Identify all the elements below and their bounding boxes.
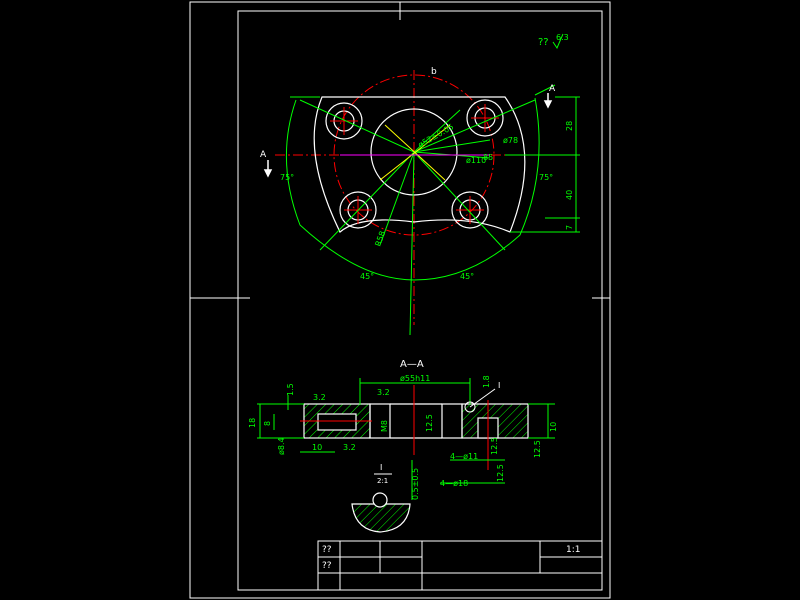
hole-tr-outer [466,99,504,137]
title-cell-1: ?? [322,545,332,555]
dim-1-5: 1.5 [286,383,295,396]
view-label-b: b [431,67,437,77]
dim-r58: R58 [373,230,387,248]
dim-18: 18 [248,418,257,428]
dim-05: 0.5±0.5 [411,468,420,500]
dim-125-d: 12.5 [496,464,505,482]
dim-surface-18: 1.8 [482,375,491,388]
dim-10-right: 10 [549,422,558,432]
dim-pcd: ø52±0.05 [417,122,456,150]
dim-28: 28 [565,121,574,131]
section-view[interactable]: A—A [248,359,558,500]
dim-4-11: 4—ø11 [450,452,478,461]
section-title: A—A [400,359,424,370]
dim-32-b: 3.2 [377,388,390,397]
section-markers [263,93,553,178]
hole-br-outer [451,191,489,229]
dim-32-c: 3.2 [343,443,356,452]
dim-dia-85: 85 [483,153,493,162]
dim-4-18: 4—ø18 [440,479,468,488]
plan-view[interactable]: b A A ø52±0.05 ø78 ø110 85 R58 28 40 7 7… [260,67,580,336]
hole-bl-outer [339,191,377,229]
dim-125-b: 12.5 [533,440,542,458]
roughness-mark: ?? [538,37,549,48]
title-scale: 1:1 [566,545,580,555]
dim-45-left: 45° [360,272,374,281]
hole-tl-outer [325,102,363,140]
detail-tag: I [380,463,382,472]
dim-125-a: 12.5 [425,414,434,432]
dim-angle-right: 75° [539,173,553,182]
title-cell-2: ?? [322,561,332,571]
dim-m8: M8 [380,420,389,432]
dim-45-right: 45° [460,272,474,281]
roughness-value: 6.3 [556,33,569,42]
dim-84: ø8.4 [277,437,286,455]
detail-scale: 2:1 [377,477,388,485]
detail-view[interactable]: I 2:1 0.5±0.5 [351,463,420,533]
bore-circle [370,108,458,196]
dim-dia-110: ø110 [466,156,486,165]
dim-10-left: 10 [312,443,322,452]
dim-125-c: 12.5 [490,437,499,455]
dim-32-a: 3.2 [313,393,326,402]
dim-dia-55: ø55h11 [400,374,430,383]
dim-8: 8 [263,421,272,426]
section-marker-right: A [549,84,556,94]
roughness-symbol: ?? 6.3 [538,33,569,50]
dim-angle-left: 75° [280,173,294,182]
title-block [317,540,603,591]
detail-circle [464,401,476,413]
section-marker-left: A [260,150,267,160]
section-dimensions [257,378,555,500]
dim-7: 7 [565,225,574,230]
plan-dimensions [285,84,580,336]
dim-dia-78: ø78 [503,136,518,145]
detail-label-i: I [498,381,500,390]
dim-40: 40 [565,190,574,200]
